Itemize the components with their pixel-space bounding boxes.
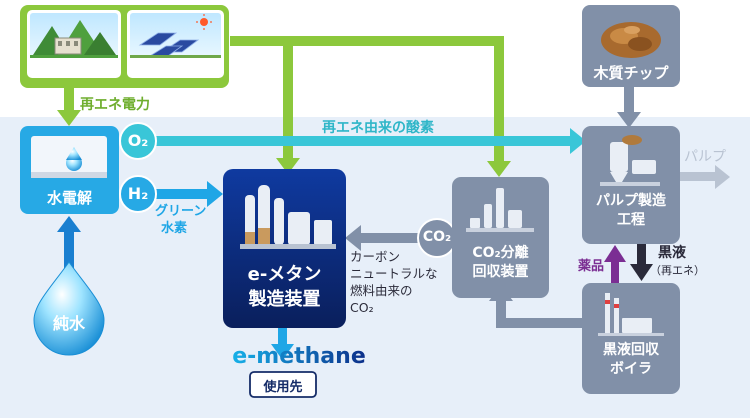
oxygen-flow-arrow: [150, 128, 586, 154]
pulp-process-label-line-1: パルプ製造: [596, 193, 666, 209]
destination-label: 使用先: [263, 380, 303, 395]
pure-water-label: 純水: [52, 314, 85, 333]
pure-water-arrow: [57, 216, 81, 274]
oxygen-badge-circle: [119, 122, 157, 160]
wood-chip-node: [582, 5, 680, 87]
boiler-label-line-1: 黒液回収: [603, 342, 659, 358]
pure-water-droplet: [33, 261, 105, 356]
e-methane-logo: e-methane: [232, 344, 366, 369]
co2-badge-label: CO₂: [422, 229, 452, 245]
boiler-label: 黒液回収 ボイラ: [582, 341, 680, 379]
green-hydrogen-label: グリーン 水素: [155, 203, 206, 237]
pulp-process-label-line-2: 工程: [617, 212, 645, 228]
renewable-power-lines: [57, 36, 511, 177]
carbon-neutral-line-4: CO₂: [350, 300, 374, 315]
wood-chip-arrow: [617, 86, 641, 128]
hydrogen-badge-label: H₂: [127, 184, 149, 203]
electrolysis-label: 水電解: [46, 189, 92, 207]
boiler-label-line-2: ボイラ: [610, 361, 652, 377]
green-hydrogen-line-1: グリーン: [155, 204, 207, 219]
wood-chip-label: 木質チップ: [593, 64, 669, 82]
black-liquor-label: 黒液: [658, 245, 686, 261]
black-liquor-note: （再エネ）: [650, 264, 705, 277]
carbon-neutral-co2-label: カーボン ニュートラルな 燃料由来の CO₂: [350, 248, 438, 316]
carbon-neutral-line-3: 燃料由来の: [350, 283, 413, 298]
svg-text:e-methane: e-methane: [232, 344, 366, 369]
hydrogen-flow-arrow: [150, 181, 223, 207]
co2-capture-node: [452, 177, 549, 298]
black-liquor-boiler-node: [582, 283, 680, 394]
hydro-power-label: 水力発電: [46, 61, 102, 77]
methanation-label: e-メタン 製造装置: [223, 262, 346, 312]
carbon-neutral-line-2: ニュートラルな: [350, 266, 438, 281]
black-liquor-arrow: [630, 242, 653, 281]
solar-power-node: [127, 10, 224, 78]
chemicals-arrow: [604, 245, 626, 284]
co2-capture-label: CO₂分離 回収装置: [452, 244, 549, 282]
co2-capture-label-line-2: 回収装置: [472, 264, 529, 280]
methanation-node: [223, 169, 346, 328]
e-methane-output-arrow: [271, 328, 294, 360]
destination-box: [249, 371, 317, 398]
methanation-label-line-2: 製造装置: [248, 289, 321, 310]
co2-supply-arrow: [345, 225, 452, 251]
electrolysis-node: [20, 126, 119, 214]
renewable-power-label: 再エネ電力: [80, 97, 150, 113]
hydro-power-node: [27, 10, 121, 78]
methanation-label-line-1: e-メタン: [247, 264, 322, 285]
co2-capture-label-line-1: CO₂分離: [472, 245, 529, 261]
pulp-process-node: [582, 126, 680, 244]
green-hydrogen-line-2: 水素: [161, 221, 188, 236]
pulp-output-label: パルプ: [684, 149, 726, 165]
pulp-process-label: パルプ製造 工程: [582, 192, 680, 230]
carbon-neutral-line-1: カーボン: [350, 249, 401, 264]
solar-power-label: 太陽光発電: [140, 61, 211, 77]
hydrogen-badge-circle: [119, 175, 157, 213]
chemicals-label: 薬品: [578, 259, 605, 274]
pulp-output-arrow: [680, 165, 730, 189]
renewable-oxygen-label: 再エネ由来の酸素: [322, 120, 434, 136]
oxygen-badge-label: O₂: [127, 131, 149, 150]
